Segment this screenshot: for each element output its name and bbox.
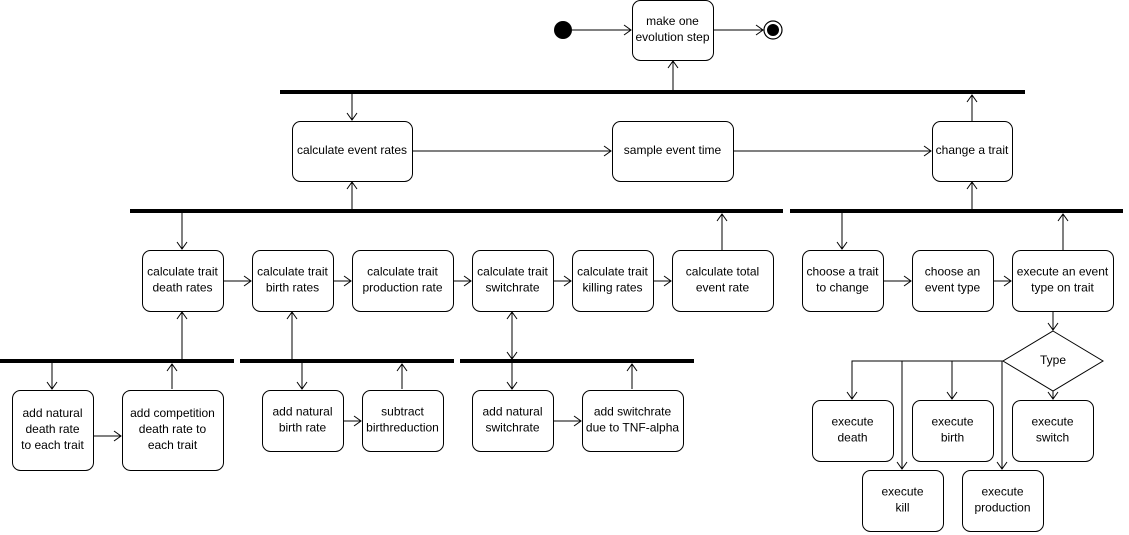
- action-label: to each trait: [21, 438, 84, 452]
- action-killing-rates: calculate trait killing rates: [572, 250, 654, 312]
- action-label: kill: [896, 501, 910, 515]
- action-label: death rate: [25, 422, 79, 436]
- fork-bar-rates: [130, 209, 783, 213]
- edges: [51, 29, 1064, 469]
- action-calc-event-rates: calculate event rates: [292, 121, 413, 182]
- action-death-rates: calculate trait death rates: [142, 250, 224, 312]
- action-label: evolution step: [635, 30, 709, 44]
- action-label: birth rates: [266, 281, 319, 295]
- action-label: execute: [831, 415, 873, 429]
- action-label: sample event time: [624, 143, 722, 157]
- action-exec-kill: execute kill: [862, 470, 944, 532]
- action-label: killing rates: [582, 281, 642, 295]
- action-execute-event: execute an event type on trait: [1012, 250, 1114, 312]
- action-label: change a trait: [936, 143, 1009, 157]
- action-label: switch: [1036, 431, 1069, 445]
- action-subtract-birth: subtract birthreduction: [362, 390, 444, 452]
- action-label: add switchrate: [594, 405, 672, 419]
- action-label: birth rate: [279, 421, 327, 435]
- fork-bar-death: [0, 359, 234, 363]
- fork-bar-switch: [460, 359, 694, 363]
- action-label: execute: [881, 485, 923, 499]
- action-label: each trait: [148, 438, 198, 452]
- action-label: death rates: [152, 281, 212, 295]
- action-change-trait: change a trait: [932, 121, 1013, 182]
- action-label: add natural: [272, 405, 332, 419]
- decision-type: Type: [1002, 330, 1104, 392]
- action-label: death rate to: [139, 422, 207, 436]
- action-label: execute: [981, 485, 1023, 499]
- final-node: [763, 20, 783, 40]
- action-choose-trait: choose a trait to change: [802, 250, 884, 312]
- action-total-rate: calculate total event rate: [672, 250, 774, 312]
- action-label: calculate event rates: [297, 143, 407, 157]
- fork-bar-change: [790, 209, 1123, 213]
- action-exec-birth: execute birth: [912, 400, 994, 462]
- action-label: execute an event: [1017, 265, 1109, 279]
- action-production-rate: calculate trait production rate: [352, 250, 454, 312]
- action-label: death: [837, 431, 867, 445]
- action-label: production: [974, 501, 1030, 515]
- decision-label: Type: [1040, 353, 1066, 367]
- action-label: event type: [925, 281, 981, 295]
- initial-node: [554, 21, 572, 39]
- action-add-birth: add natural birth rate: [262, 390, 344, 452]
- arrowheads: [46, 24, 1069, 470]
- action-label: calculate total: [686, 265, 759, 279]
- action-add-switch: add natural switchrate: [472, 390, 554, 452]
- action-add-switch-tnf: add switchrate due to TNF-alpha: [582, 390, 684, 452]
- action-label: subtract: [381, 405, 424, 419]
- fork-bar-birth: [240, 359, 454, 363]
- action-label: execute: [1031, 415, 1073, 429]
- action-exec-switch: execute switch: [1012, 400, 1094, 462]
- action-label: birth: [941, 431, 964, 445]
- action-label: choose an: [925, 265, 980, 279]
- action-exec-production: execute production: [962, 470, 1044, 532]
- action-add-competition: add competition death rate to each trait: [122, 390, 224, 471]
- action-label: add natural: [482, 405, 542, 419]
- action-label: to change: [816, 281, 869, 295]
- action-label: switchrate: [485, 281, 539, 295]
- action-label: birthreduction: [366, 421, 439, 435]
- action-label: choose a trait: [806, 265, 879, 279]
- action-label: calculate trait: [577, 265, 648, 279]
- action-label: calculate trait: [147, 265, 218, 279]
- action-label: add competition: [130, 406, 215, 420]
- action-birth-rates: calculate trait birth rates: [252, 250, 334, 312]
- action-label: type on trait: [1031, 281, 1094, 295]
- action-label: event rate: [696, 281, 750, 295]
- action-label: switchrate: [485, 421, 539, 435]
- action-exec-death: execute death: [812, 400, 894, 462]
- action-add-death: add natural death rate to each trait: [12, 390, 94, 471]
- action-label: make one: [646, 14, 699, 28]
- action-label: calculate trait: [257, 265, 328, 279]
- action-label: due to TNF-alpha: [586, 421, 679, 435]
- action-choose-event: choose an event type: [912, 250, 994, 312]
- action-sample-event-time: sample event time: [612, 121, 734, 182]
- action-label: calculate trait: [367, 265, 438, 279]
- action-label: add natural: [22, 406, 82, 420]
- action-label: production rate: [362, 281, 442, 295]
- action-switchrate: calculate trait switchrate: [472, 250, 554, 312]
- action-label: calculate trait: [477, 265, 548, 279]
- fork-bar-top: [280, 90, 1025, 94]
- action-label: execute: [931, 415, 973, 429]
- action-make-step: make one evolution step: [632, 0, 714, 61]
